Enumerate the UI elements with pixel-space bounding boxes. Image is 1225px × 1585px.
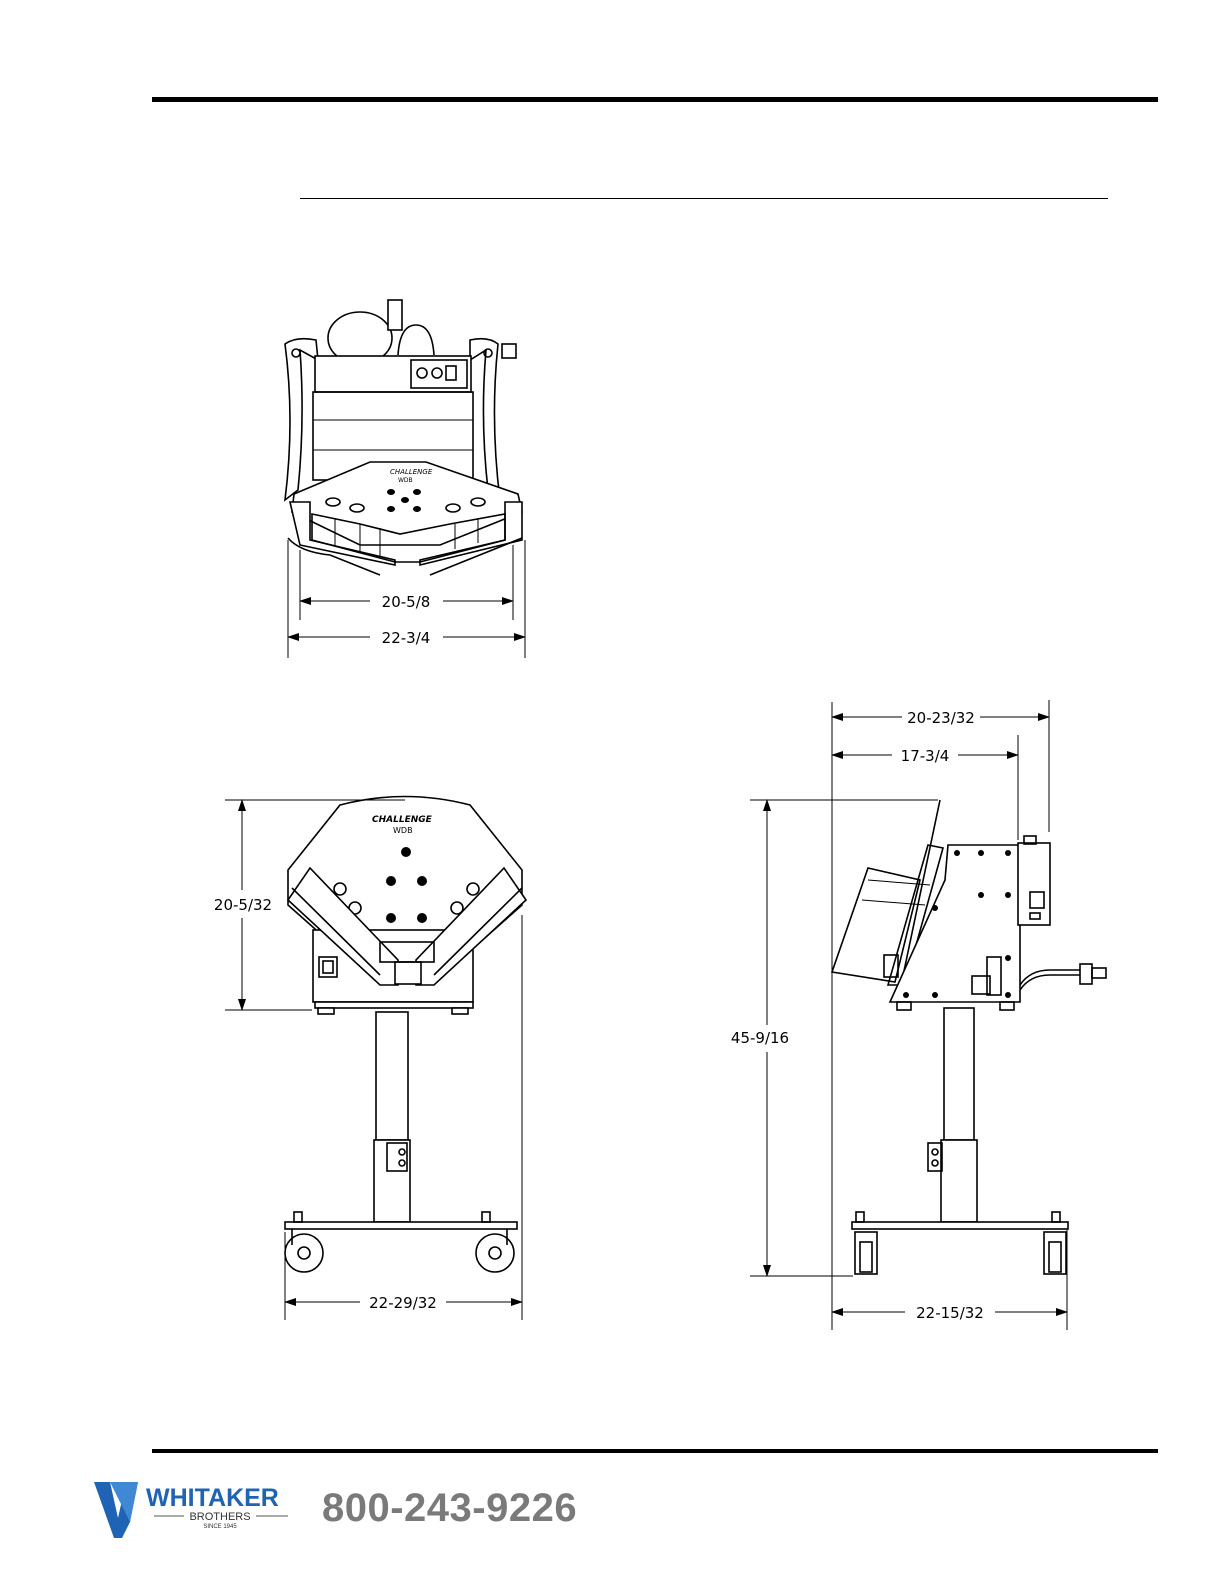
- front-brand-label: CHALLENGE: [372, 815, 433, 825]
- whitaker-brothers-logo: WHITAKER BROTHERS SINCE 1945: [92, 1478, 302, 1540]
- dim-side-overall-depth: 20-23/32: [907, 709, 975, 727]
- plug-icon: [388, 300, 402, 330]
- caster-wheel-icon: [285, 1234, 323, 1272]
- top-model-label: WDB: [398, 477, 413, 484]
- logo-name: WHITAKER: [146, 1484, 279, 1512]
- logo-since: SINCE 1945: [203, 1524, 237, 1530]
- logo-sub: BROTHERS: [189, 1511, 250, 1523]
- dim-side-base-depth: 22-15/32: [916, 1304, 984, 1322]
- dim-side-overall-height: 45-9/16: [731, 1029, 789, 1047]
- dim-front-base-width: 22-29/32: [369, 1294, 437, 1312]
- dim-top-outer-width: 22-3/4: [382, 629, 431, 647]
- top-brand-label: CHALLENGE: [390, 468, 433, 476]
- side-caster-icon: [1044, 1232, 1066, 1274]
- front-view: CHALLENGE WDB: [214, 797, 526, 1321]
- caster-wheel-icon: [476, 1234, 514, 1272]
- dim-front-head-height: 20-5/32: [214, 896, 272, 914]
- side-view: 20-23/32 17-3/4 45-9/16 22-15/32: [731, 700, 1106, 1330]
- front-model-label: WDB: [393, 826, 413, 835]
- side-caster-icon: [855, 1232, 877, 1274]
- top-view: CHALLENGE WDB 20-5/8 22-3/4: [285, 300, 525, 658]
- dim-side-cabinet-depth: 17-3/4: [901, 747, 950, 765]
- control-panel: [411, 360, 467, 388]
- dim-top-inner-width: 20-5/8: [382, 593, 431, 611]
- phone-number: 800-243-9226: [322, 1486, 577, 1531]
